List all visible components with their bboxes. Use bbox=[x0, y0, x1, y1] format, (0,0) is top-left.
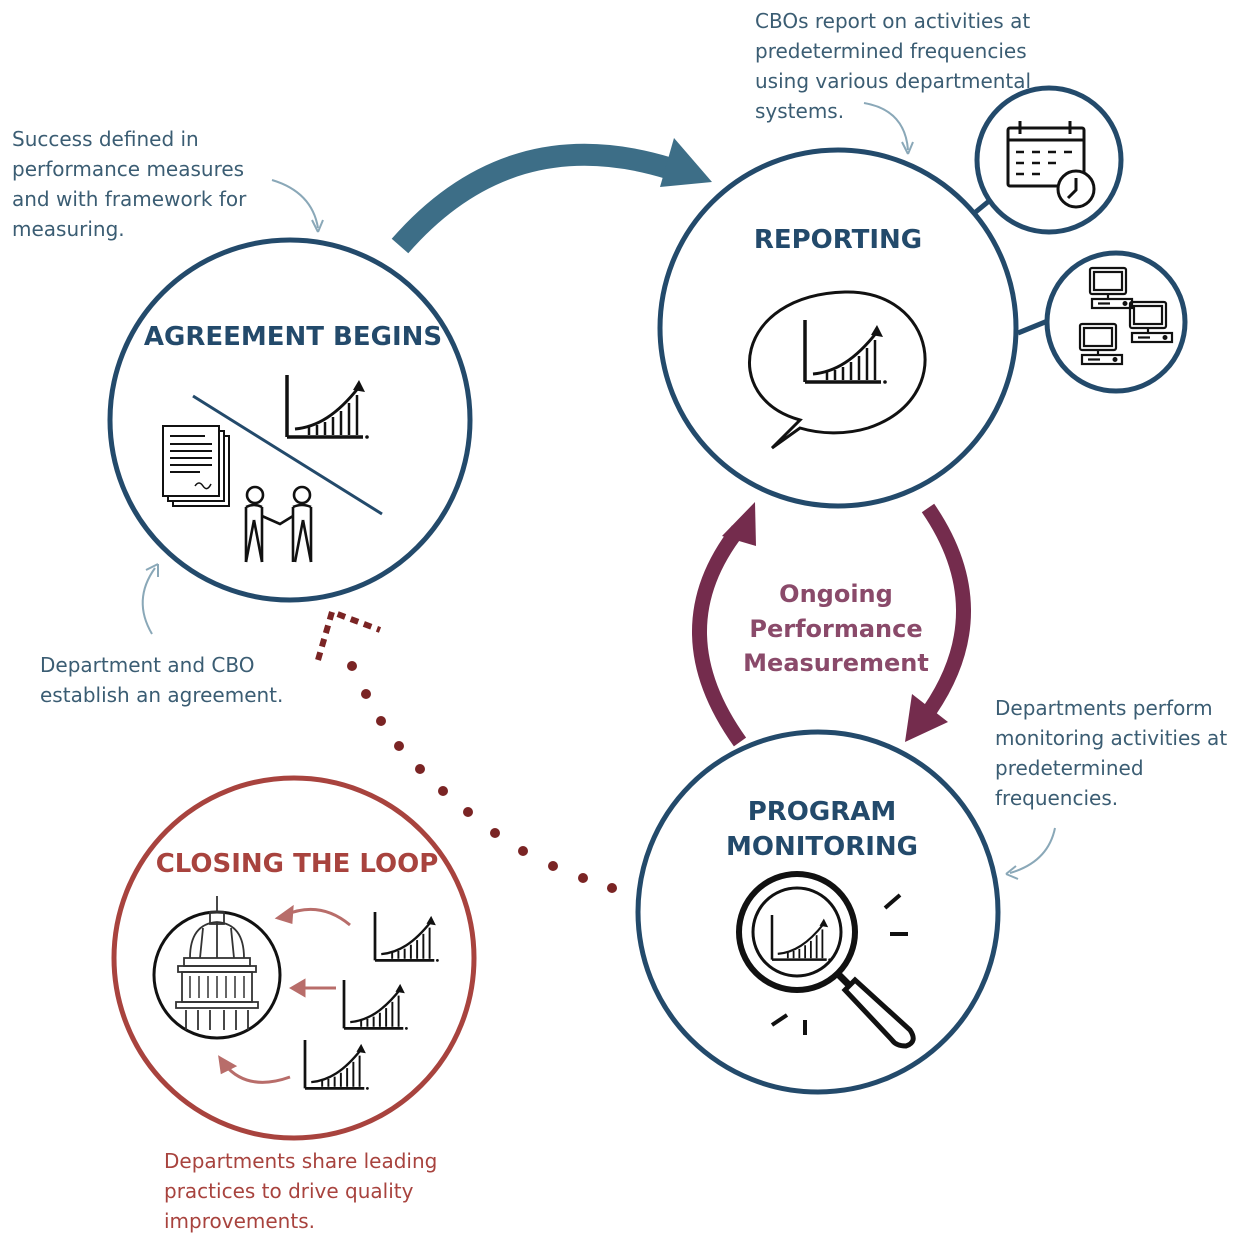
monitoring-note-arrow bbox=[1009, 827, 1056, 874]
departments-perform-note: Departments perform monitoring activitie… bbox=[995, 696, 1228, 810]
success-note: Success defined in performance measures … bbox=[12, 127, 247, 241]
capitol-dome-icon bbox=[175, 896, 259, 1030]
share-practices-note: Departments share leading practices to d… bbox=[164, 1149, 438, 1233]
department-cbo-note: Department and CBO establish an agreemen… bbox=[40, 653, 284, 707]
closing-feedback-arrows bbox=[218, 904, 351, 1084]
closing-to-agreement-dotted-arrow bbox=[347, 661, 617, 893]
cbos-report-note: CBOs report on activities at predetermin… bbox=[755, 9, 1032, 123]
cycle-label-line1: Ongoing bbox=[779, 580, 893, 608]
reporting-title: REPORTING bbox=[754, 225, 922, 255]
agreement-to-reporting-arrow bbox=[391, 143, 672, 254]
agreement-title: AGREEMENT BEGINS bbox=[144, 322, 442, 352]
reporting-note-arrow bbox=[863, 102, 909, 151]
cycle-label-line2: Performance bbox=[749, 615, 922, 643]
magnifying-glass-icon bbox=[736, 871, 916, 1049]
dotted-arrowhead bbox=[315, 608, 382, 661]
ongoing-performance-label: Ongoing Performance Measurement bbox=[743, 580, 929, 677]
reporting-to-monitoring-arrow bbox=[921, 503, 971, 715]
reporting-to-monitoring-arrowhead bbox=[905, 694, 948, 742]
agreement-note-arrow bbox=[141, 567, 156, 635]
calendar-clock-icon bbox=[1006, 121, 1096, 209]
agreement-stage: AGREEMENT BEGINS bbox=[107, 237, 473, 603]
reporting-stage: REPORTING bbox=[657, 85, 1188, 509]
monitoring-stage: PROGRAM MONITORING bbox=[635, 729, 1001, 1095]
monitoring-to-reporting-arrow bbox=[692, 525, 747, 747]
agreement-to-reporting-arrowhead bbox=[660, 138, 712, 187]
closing-title: CLOSING THE LOOP bbox=[156, 849, 439, 879]
monitoring-title-line1: PROGRAM bbox=[748, 797, 897, 827]
speech-bubble-icon bbox=[748, 290, 927, 450]
success-note-arrow bbox=[271, 179, 319, 229]
contract-document-icon bbox=[162, 425, 230, 507]
monitoring-title-line2: MONITORING bbox=[726, 832, 918, 862]
closing-stage: CLOSING THE LOOP bbox=[111, 775, 477, 1141]
monitoring-to-reporting-arrowhead bbox=[722, 502, 756, 546]
cycle-label-line3: Measurement bbox=[743, 649, 929, 677]
handshake-icon bbox=[244, 485, 313, 563]
